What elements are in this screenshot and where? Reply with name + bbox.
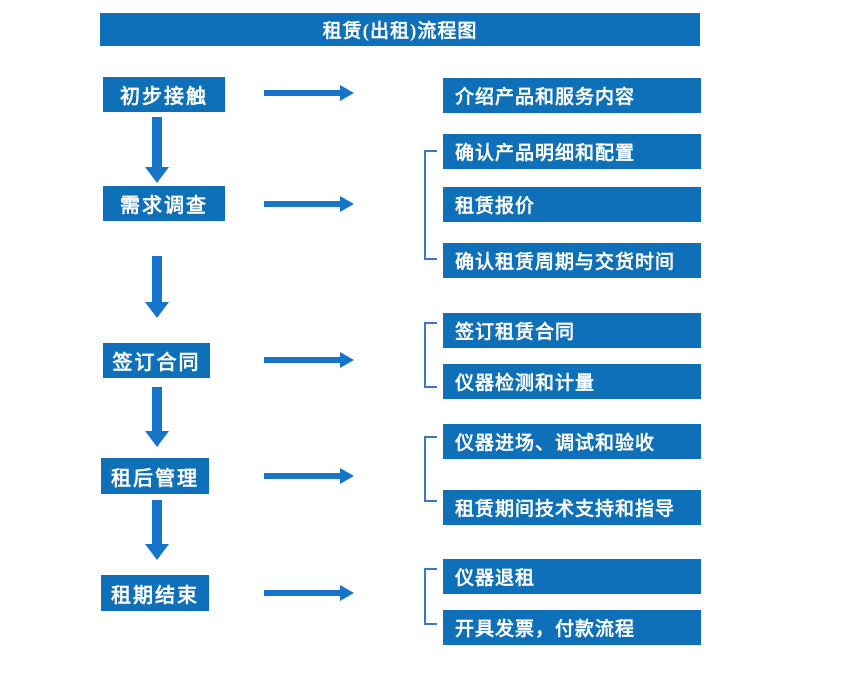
bracket-stage3-details [424,322,437,388]
arrow-head-icon [340,468,354,484]
stage-box-post-rental-mgmt: 租后管理 [101,458,209,494]
stage-box-demand-survey: 需求调查 [103,186,225,221]
detail-box-instrument-return: 仪器退租 [443,559,701,594]
arrow-right-stage2 [264,196,354,212]
arrow-down-stage1-2 [145,117,169,183]
arrow-right-stage1 [264,85,354,101]
detail-box-instrument-setup: 仪器进场、调试和验收 [443,424,701,459]
arrow-down-stage3-4 [145,387,169,447]
arrow-head-icon [340,85,354,101]
stage-box-sign-contract: 签订合同 [103,343,210,378]
detail-box-sign-rental-contract: 签订租赁合同 [443,313,701,348]
arrow-down-stage2-3 [145,256,169,318]
arrow-right-stage5 [264,585,354,601]
arrow-right-stage4 [264,468,354,484]
arrow-right-stage3 [264,352,354,368]
detail-box-confirm-product-spec: 确认产品明细和配置 [443,134,701,169]
bracket-stage5-details [424,568,437,625]
arrow-head-icon [145,167,169,183]
detail-box-instrument-testing: 仪器检测和计量 [443,364,701,399]
stage-box-rental-end: 租期结束 [101,575,209,611]
stage-box-initial-contact: 初步接触 [103,77,225,112]
arrow-head-icon [340,585,354,601]
detail-box-invoice-payment: 开具发票，付款流程 [443,610,701,645]
detail-box-confirm-period: 确认租赁周期与交货时间 [443,243,701,278]
arrow-head-icon [340,196,354,212]
bracket-stage2-details [424,150,437,260]
bracket-stage4-details [424,436,437,502]
arrow-head-icon [145,544,169,560]
flowchart-title: 租赁(出租)流程图 [100,13,700,46]
arrow-down-stage4-5 [145,500,169,560]
arrow-head-icon [145,431,169,447]
detail-box-introduce-products: 介绍产品和服务内容 [443,78,701,113]
arrow-head-icon [340,352,354,368]
arrow-head-icon [145,302,169,318]
detail-box-tech-support: 租赁期间技术支持和指导 [443,490,701,525]
detail-box-rental-quote: 租赁报价 [443,187,701,222]
